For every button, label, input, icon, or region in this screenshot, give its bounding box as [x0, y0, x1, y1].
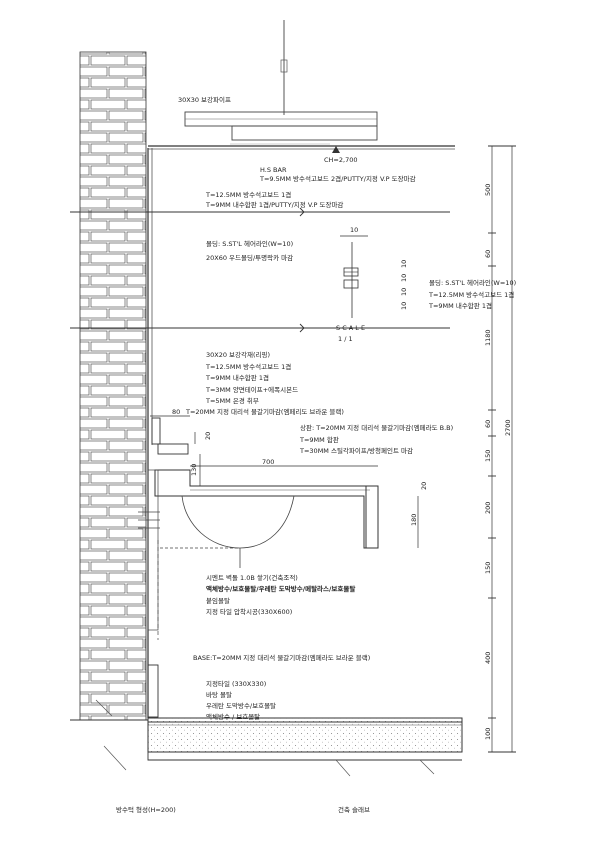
floor-slab — [147, 717, 463, 753]
label-foot-left: 방수턱 형성(H=200) — [116, 805, 176, 814]
dim-r200: 200 — [484, 502, 492, 514]
marble-wall-strip — [151, 417, 161, 445]
label-floor1: 지정타일 (330X330) — [206, 679, 266, 688]
dim-10c: 10 — [400, 288, 408, 296]
dim-10: 10 — [350, 226, 358, 234]
dim-80: 80 — [172, 408, 180, 416]
label-floor4: 액체방수 / 보호몰탈 — [206, 712, 260, 721]
ch-marker — [332, 146, 340, 153]
ceiling-bracket — [280, 59, 288, 73]
label-rmold3: T=9MM 내수합판 1겹 — [428, 301, 492, 310]
label-top1: 상판: T=20MM 지정 대리석 물갈기마감(엠페라도 B.B) — [300, 423, 453, 432]
vanity-top — [157, 443, 189, 455]
basin-bowl — [181, 495, 295, 549]
label-wall2: T=9MM 내수합판 1겹/PUTTY/지정 V.P 도장마감 — [205, 200, 343, 209]
lower-slab — [70, 719, 462, 761]
dim-130: 130 — [190, 464, 198, 476]
label-ch: CH=2,700 — [324, 156, 357, 164]
vanity-skirt — [365, 485, 379, 549]
label-mid5: T=5MM 은경 취부 — [205, 396, 259, 405]
label-board-top: T=9.5MM 방수석고보드 2겹/PUTTY/지정 V.P 도장마감 — [259, 174, 416, 183]
label-floor3: 우레탄 도막방수/보호몰탈 — [206, 701, 276, 710]
dim-700: 700 — [262, 458, 274, 466]
label-mid2: T=12.5MM 방수석고보드 1겹 — [205, 362, 291, 371]
label-low4: 지정 타일 압착시공(330X600) — [206, 607, 292, 616]
base-strip — [147, 664, 159, 718]
label-floor2: 바탕 몰탈 — [206, 690, 232, 699]
slab-hatch-4 — [419, 759, 435, 775]
dim-r150: 150 — [484, 450, 492, 462]
dim-r400: 400 — [484, 652, 492, 664]
dim-20b: 20 — [420, 482, 428, 490]
label-low1: 시멘트 벽돌 1.0B 쌓기(건축조적) — [206, 573, 298, 582]
molding-block-2 — [343, 279, 359, 289]
label-wall1: T=12.5MM 방수석고보드 1겹 — [205, 190, 291, 199]
dim-r60b: 60 — [484, 420, 492, 428]
dim-10b: 10 — [400, 274, 408, 282]
break-zig-1 — [299, 207, 305, 217]
brick-wall — [79, 51, 147, 721]
wall-cavity — [147, 469, 159, 631]
slab-hatch-1 — [95, 699, 113, 717]
label-foot-right: 건축 슬래브 — [338, 805, 370, 814]
label-hsbar: H.S BAR — [260, 166, 287, 174]
label-mid1: 30X20 보강각재(리핑) — [206, 350, 270, 359]
label-marble-wall: T=20MM 지정 대리석 물갈기마감(엠페리도 브라운 블랙) — [185, 407, 344, 416]
dim-r60: 60 — [484, 250, 492, 258]
label-molding1: 몰딩: S.ST'L 헤어라인(W=10) — [206, 239, 293, 248]
dim-180: 180 — [410, 514, 418, 526]
label-low3: 붙임몰탈 — [206, 597, 230, 605]
scale-value: 1 / 1 — [338, 335, 353, 343]
dim-r1180: 1180 — [484, 329, 492, 346]
dim-10a: 10 — [400, 260, 408, 268]
dim-r500: 500 — [484, 184, 492, 196]
scale-title: S C A L E — [336, 324, 365, 332]
dim-ticks-right — [488, 145, 516, 753]
label-mid3: T=9MM 내수합판 1겹 — [205, 373, 269, 382]
label-top2: T=9MM 합판 — [299, 435, 339, 444]
dim-r100: 100 — [484, 728, 492, 740]
label-rmold1: 몰딩: S.ST'L 헤어라인(W=10) — [429, 278, 516, 287]
dim-total: 2700 — [504, 419, 512, 436]
ceiling-runner — [231, 125, 378, 141]
dim-10d: 10 — [400, 302, 408, 310]
break-zig-2 — [299, 323, 305, 333]
label-top3: T=30MM 스틸각파이프/방청페인트 마감 — [299, 446, 413, 455]
label-pipe: 30X30 보강파이프 — [178, 95, 231, 104]
dim-r150b: 150 — [484, 562, 492, 574]
label-rmold2: T=12.5MM 방수석고보드 1겹 — [428, 290, 514, 299]
label-molding2: 20X60 우드몰딩/투명락카 마감 — [206, 253, 293, 262]
label-base: BASE:T=20MM 지정 대리석 물갈기마감(엠페라도 브라운 블랙) — [193, 653, 370, 662]
label-low2: 액체방수/보호몰탈/우레탄 도막방수/메탈라스/보호몰탈 — [206, 584, 355, 593]
label-mid4: T=3MM 양면테이프+에폭시본드 — [205, 385, 298, 394]
dim-20a: 20 — [204, 432, 212, 440]
slab-hatch-3 — [335, 759, 351, 777]
vanity-top-profile — [154, 469, 379, 549]
slab-hatch-2 — [103, 745, 127, 771]
